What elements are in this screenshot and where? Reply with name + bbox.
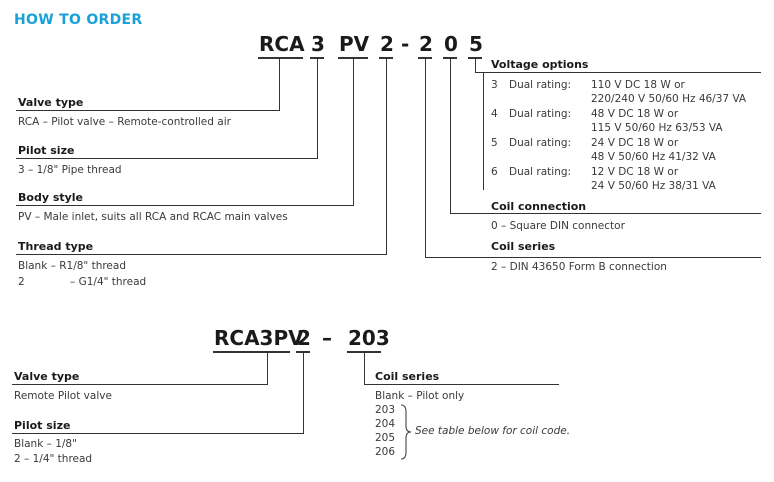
leader-valve-type-h xyxy=(16,110,280,111)
valve-type-text: RCA – Pilot valve – Remote-controlled ai… xyxy=(18,116,231,128)
leader-coil-series-v xyxy=(425,57,426,257)
code-segment-pilot-size: 3 xyxy=(311,32,325,56)
code-segment-pilot-size: 2 xyxy=(297,326,311,350)
voltage-option-line1: 24 V DC 18 W or xyxy=(591,137,679,149)
voltage-option-num: 3 xyxy=(491,79,498,91)
voltage-option-label: Dual rating: xyxy=(509,166,572,178)
pilot-size-title: Pilot size xyxy=(18,144,75,157)
thread-type-title: Thread type xyxy=(18,240,94,253)
body-style-text: PV – Male inlet, suits all RCA and RCAC … xyxy=(18,211,288,223)
voltage-option-line2: 24 V 50/60 Hz 38/31 VA xyxy=(591,180,716,192)
voltage-option-line2: 48 V 50/60 Hz 41/32 VA xyxy=(591,151,716,163)
voltage-option-num: 4 xyxy=(491,108,498,120)
code-segment-voltage: 5 xyxy=(469,32,483,56)
leader-body-style-v xyxy=(353,57,354,205)
pilot-size-blank: Blank – 1/8" xyxy=(14,438,77,450)
code-segment-body-style: PV xyxy=(339,32,370,56)
voltage-option-line1: 48 V DC 18 W or xyxy=(591,108,679,120)
thread-type-g14: – G1/4" thread xyxy=(70,276,147,288)
voltage-option-line1: 110 V DC 18 W or xyxy=(591,79,685,91)
coil-series-title: Coil series xyxy=(375,370,440,383)
voltage-option-label: Dual rating: xyxy=(509,79,572,91)
code-segment-coil-series: 203 xyxy=(348,326,390,350)
thread-type-blank: Blank – R1/8" thread xyxy=(18,260,126,272)
voltage-option-line1: 12 V DC 18 W or xyxy=(591,166,679,178)
code-segment-rca3pv: RCA3PV xyxy=(214,326,304,350)
leader-coil-connection-v xyxy=(450,57,451,213)
code-segment-rca: RCA xyxy=(259,32,305,56)
voltage-options-bracket xyxy=(483,72,484,190)
coil-code-note: See table below for coil code. xyxy=(415,425,571,437)
leader-body-style-h xyxy=(16,205,354,206)
voltage-option-num: 5 xyxy=(491,137,498,149)
leader-coil-series-v xyxy=(364,351,365,384)
coil-series-text: Blank – Pilot only xyxy=(375,390,465,402)
coil-code: 203 xyxy=(375,404,396,416)
leader-valve-type-v xyxy=(279,57,280,110)
leader-thread-type-v xyxy=(386,57,387,254)
coil-code: 205 xyxy=(375,432,396,444)
coil-code: 206 xyxy=(375,446,396,458)
leader-pilot-size-h xyxy=(12,433,304,434)
coil-codes-brace xyxy=(400,404,412,460)
leader-valve-type-v xyxy=(267,351,268,384)
leader-thread-type-h xyxy=(16,254,387,255)
leader-pilot-size-h xyxy=(16,158,318,159)
pilot-size-text: 3 – 1/8" Pipe thread xyxy=(18,164,122,176)
valve-type-text: Remote Pilot valve xyxy=(14,390,112,402)
valve-type-title: Valve type xyxy=(14,370,80,383)
pilot-size-title: Pilot size xyxy=(14,419,71,432)
body-style-title: Body style xyxy=(18,191,84,204)
valve-type-title: Valve type xyxy=(18,96,84,109)
coil-series-title: Coil series xyxy=(491,240,556,253)
leader-valve-type-h xyxy=(12,384,268,385)
coil-series-text: 2 – DIN 43650 Form B connection xyxy=(491,261,667,273)
voltage-option-label: Dual rating: xyxy=(509,137,572,149)
coil-connection-title: Coil connection xyxy=(491,200,587,213)
underline-rca xyxy=(258,57,303,59)
voltage-options-title: Voltage options xyxy=(491,58,589,71)
voltage-option-label: Dual rating: xyxy=(509,108,572,120)
code-segment-thread-type: 2 xyxy=(380,32,394,56)
voltage-option-line2: 115 V 50/60 Hz 63/53 VA xyxy=(591,122,723,134)
leader-voltage-v xyxy=(475,57,476,72)
code-separator: – xyxy=(322,326,332,350)
underline-rca3pv xyxy=(213,351,290,353)
coil-code: 204 xyxy=(375,418,396,430)
page-heading: HOW TO ORDER xyxy=(14,12,143,28)
code-segment-coil-series: 2 xyxy=(419,32,433,56)
coil-connection-text: 0 – Square DIN connector xyxy=(491,220,625,232)
voltage-option-num: 6 xyxy=(491,166,498,178)
leader-voltage-h xyxy=(475,72,761,73)
leader-coil-series-h xyxy=(425,257,761,258)
thread-type-code-2: 2 xyxy=(18,276,25,288)
code-separator: - xyxy=(401,32,410,56)
code-segment-coil-connection: 0 xyxy=(444,32,458,56)
voltage-option-line2: 220/240 V 50/60 Hz 46/37 VA xyxy=(591,93,747,105)
leader-coil-series-h xyxy=(364,384,559,385)
leader-pilot-size-v xyxy=(303,351,304,433)
leader-coil-connection-h xyxy=(450,213,761,214)
pilot-size-2: 2 – 1/4" thread xyxy=(14,453,93,465)
leader-pilot-size-v xyxy=(317,57,318,158)
